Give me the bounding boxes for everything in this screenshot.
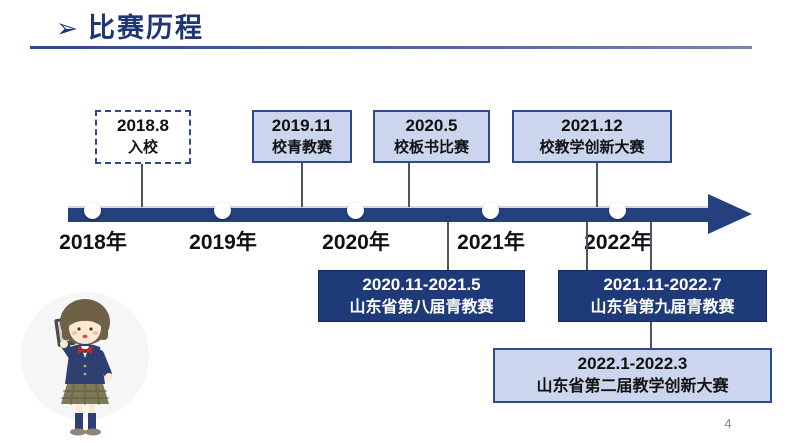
timeline-dot-2018 xyxy=(84,202,101,219)
event-name: 校青教赛 xyxy=(271,138,332,156)
event-date: 2019.11 xyxy=(271,115,333,135)
connector-line xyxy=(596,163,598,207)
year-label-2021: 2021年 xyxy=(457,231,525,254)
timeline-arrowhead-icon xyxy=(708,194,752,234)
event-box-shandong-2nd-teaching-innovation-contest: 2022.1-2022.3 山东省第二届教学创新大赛 xyxy=(493,348,772,403)
event-name: 山东省第二届教学创新大赛 xyxy=(536,378,729,396)
connector-line xyxy=(447,222,449,270)
timeline-dot-2020 xyxy=(347,202,364,219)
year-label-2020: 2020年 xyxy=(322,231,390,254)
event-name: 山东省第九届青教赛 xyxy=(590,298,735,316)
event-date: 2018.8 xyxy=(117,116,169,136)
year-label-2022: 2022年 xyxy=(584,231,652,254)
connector-line xyxy=(586,222,588,270)
event-date: 2022.1-2022.3 xyxy=(577,354,688,374)
event-box-2021-teaching-innovation-contest: 2021.12 校教学创新大赛 xyxy=(512,110,672,163)
event-box-2020-blackboard-contest: 2020.5 校板书比赛 xyxy=(373,110,490,163)
connector-line xyxy=(408,163,410,207)
event-date: 2021.11-2022.7 xyxy=(603,274,722,294)
student-with-tablet-illustration xyxy=(21,292,149,436)
timeline-dot-2021 xyxy=(482,202,499,219)
connector-line xyxy=(650,322,652,348)
event-name: 校板书比赛 xyxy=(393,138,469,156)
event-box-shandong-9th-young-teacher-contest: 2021.11-2022.7 山东省第九届青教赛 xyxy=(558,270,767,322)
page-title: 比赛历程 xyxy=(88,13,204,43)
event-name: 入校 xyxy=(127,139,158,157)
year-label-2018: 2018年 xyxy=(59,231,127,254)
connector-line xyxy=(650,222,652,270)
event-name: 校教学创新大赛 xyxy=(539,138,645,156)
timeline-dot-2022 xyxy=(609,202,626,219)
chevron-right-icon: ➢ xyxy=(56,13,78,43)
timeline-dot-2019 xyxy=(214,202,231,219)
connector-line xyxy=(301,163,303,207)
event-date: 2020.5 xyxy=(405,115,458,135)
event-box-shandong-8th-young-teacher-contest: 2020.11-2021.5 山东省第八届青教赛 xyxy=(318,270,525,322)
event-box-2019-school-young-teacher-contest: 2019.11 校青教赛 xyxy=(252,110,352,163)
event-name: 山东省第八届青教赛 xyxy=(349,298,494,316)
year-label-2019: 2019年 xyxy=(189,231,257,254)
event-box-2018-enrollment: 2018.8 入校 xyxy=(95,110,191,164)
event-date: 2020.11-2021.5 xyxy=(362,274,481,294)
title-underline xyxy=(30,46,752,49)
event-date: 2021.12 xyxy=(561,115,623,135)
connector-line xyxy=(141,164,143,207)
page-number: 4 xyxy=(724,416,732,431)
